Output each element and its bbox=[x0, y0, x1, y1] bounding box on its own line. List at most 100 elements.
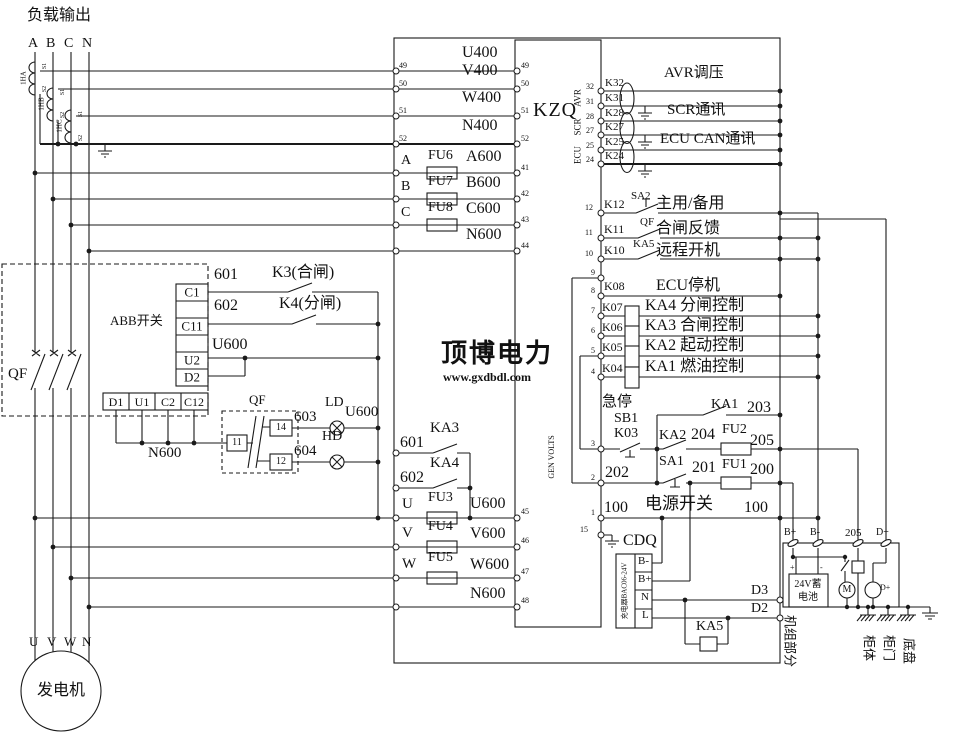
battery-label-line1: 24V蓄 bbox=[794, 579, 822, 590]
ct2-label: 1HB bbox=[37, 97, 46, 111]
kzq-ecu-port-label: ECU bbox=[572, 146, 583, 164]
fuse-fu6-label: FU6 bbox=[428, 148, 453, 163]
ka2-control-label: KA2 起动控制 bbox=[645, 337, 745, 354]
wire-200-label: 200 bbox=[750, 461, 774, 478]
unit-section-box bbox=[782, 542, 900, 608]
ct1-s1-label: S1 bbox=[42, 62, 48, 70]
wire-201-label: 201 bbox=[692, 459, 716, 476]
pin-5: 5 bbox=[591, 346, 595, 355]
ka2-coil bbox=[624, 345, 640, 368]
avr-function-label: AVR调压 bbox=[664, 65, 724, 81]
switch-sa2-label: SA2 bbox=[631, 190, 651, 202]
estop-sb1-label: SB1 bbox=[614, 411, 639, 426]
kzq-avr-port-label: AVR bbox=[572, 89, 583, 107]
pin-49-kzq: 49 bbox=[521, 61, 529, 70]
battery-label-line2: 电池 bbox=[798, 592, 818, 603]
wire-v600-label: V600 bbox=[470, 525, 506, 542]
wire-601-mid-label: 601 bbox=[400, 434, 424, 451]
wire-u400-label: U400 bbox=[462, 44, 498, 61]
charge-generator-circle bbox=[864, 581, 882, 599]
qf-main-label: QF bbox=[8, 366, 28, 382]
wire-601-abb-label: 601 bbox=[214, 266, 238, 283]
current-transformer-coils bbox=[28, 61, 72, 144]
pin-52-kzq: 52 bbox=[521, 134, 529, 143]
phase-c-label: C bbox=[64, 36, 74, 51]
wire-k28-label: K28 bbox=[605, 107, 624, 119]
wire-n600-abb-label: N600 bbox=[148, 445, 182, 461]
fuse-fu5-label: FU5 bbox=[428, 550, 453, 565]
ct3-s1-label: S1 bbox=[78, 110, 84, 118]
wire-b600-label: B600 bbox=[466, 174, 501, 191]
ct3-label: 1HC bbox=[55, 119, 64, 133]
charger-box bbox=[615, 553, 653, 629]
ka5-relay-coil bbox=[699, 636, 718, 652]
pin-12: 12 bbox=[585, 203, 593, 212]
wire-204-label: 204 bbox=[691, 426, 715, 443]
pin-10: 10 bbox=[585, 249, 593, 258]
row-w-label: W bbox=[402, 556, 417, 572]
wire-c600-label: C600 bbox=[466, 200, 501, 217]
pin-49-outer: 49 bbox=[399, 61, 407, 70]
lamp-hd-label: HD bbox=[322, 429, 343, 444]
abb-c12-terminal: C12 bbox=[183, 395, 205, 409]
pin-43-kzq: 43 bbox=[521, 215, 529, 224]
ct2-s2-label: S2 bbox=[60, 111, 66, 119]
pin-11: 11 bbox=[585, 228, 593, 237]
cabinet-enclosure-box bbox=[393, 37, 781, 664]
k4-open-label: K4(分闸) bbox=[279, 295, 342, 312]
edge-terminals bbox=[392, 67, 784, 622]
pin-15: 15 bbox=[580, 525, 588, 534]
contact-qf-label: QF bbox=[640, 216, 655, 228]
pin-2: 2 bbox=[591, 473, 595, 482]
pin-4: 4 bbox=[591, 367, 595, 376]
pin-51-kzq: 51 bbox=[521, 106, 529, 115]
ecu-stop-label: ECU停机 bbox=[656, 277, 721, 294]
unit-205-label: 205 bbox=[845, 527, 862, 539]
ct1-s2-label: S2 bbox=[42, 85, 48, 93]
cdq-bminus-terminal: B- bbox=[638, 555, 649, 567]
contact-ka3-label: KA3 bbox=[430, 420, 460, 436]
contact-ka5-label: KA5 bbox=[633, 238, 655, 250]
pin-24: 24 bbox=[586, 155, 594, 164]
wire-u600-mid-label: U600 bbox=[470, 495, 506, 512]
pin-6: 6 bbox=[591, 326, 595, 335]
pin-51-outer: 51 bbox=[399, 106, 407, 115]
watermark-brand: 顶博电力 bbox=[441, 339, 554, 368]
terminal-bplus bbox=[787, 538, 799, 548]
pin-42-kzq: 42 bbox=[521, 189, 529, 198]
fuse-fu4-label: FU4 bbox=[428, 519, 453, 534]
ct2-s1-label: S1 bbox=[60, 88, 66, 96]
fuse-fu8-label: FU8 bbox=[428, 200, 453, 215]
pin-31: 31 bbox=[586, 97, 594, 106]
gen-u-label: U bbox=[29, 634, 39, 649]
cabinet-door-label: 柜门 bbox=[881, 634, 897, 662]
fuse-fu7 bbox=[426, 192, 458, 206]
wire-k10-label: K10 bbox=[604, 243, 625, 257]
wire-k03-label: K03 bbox=[614, 426, 639, 441]
terminal-dplus bbox=[880, 538, 892, 548]
row-b-label: B bbox=[401, 179, 411, 194]
remote-start-label: 远程开机 bbox=[656, 242, 721, 259]
estop-title: 急停 bbox=[602, 394, 633, 410]
wire-k07-label: K07 bbox=[602, 300, 623, 314]
abb-u2-terminal: U2 bbox=[184, 352, 200, 368]
pin-50-outer: 50 bbox=[399, 79, 407, 88]
pin-32: 32 bbox=[586, 82, 594, 91]
unit-bplus-label: B+ bbox=[784, 527, 797, 538]
pin-27: 27 bbox=[586, 126, 594, 135]
cdq-l-terminal: L bbox=[642, 609, 649, 621]
ct3-s2-label: S2 bbox=[78, 134, 84, 142]
pin-1: 1 bbox=[591, 508, 595, 517]
battery-minus-mark: - bbox=[820, 563, 823, 572]
wire-a600-label: A600 bbox=[466, 148, 502, 165]
pin-41-kzq: 41 bbox=[521, 163, 529, 172]
wire-k32-label: K32 bbox=[605, 77, 624, 89]
fuse-fu4 bbox=[426, 540, 458, 554]
wire-602-abb-label: 602 bbox=[214, 297, 238, 314]
wire-w400-label: W400 bbox=[462, 89, 502, 106]
qf-aux-title: QF bbox=[249, 392, 266, 407]
wire-w600-label: W600 bbox=[470, 556, 510, 573]
abb-d1-terminal: D1 bbox=[108, 395, 124, 409]
junction-dots bbox=[32, 88, 911, 621]
